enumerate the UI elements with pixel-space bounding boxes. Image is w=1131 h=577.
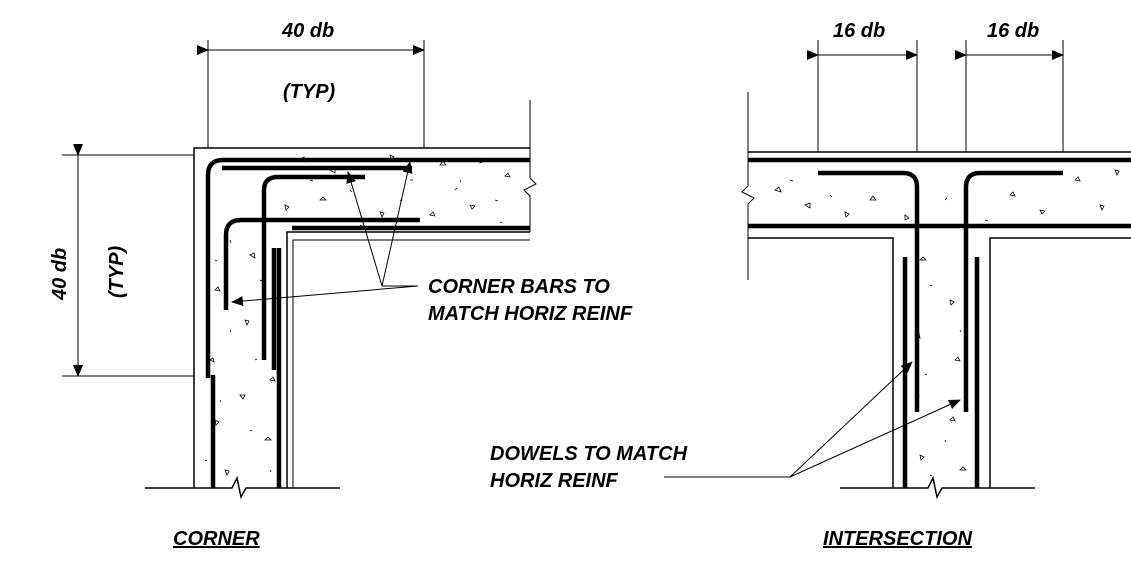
intersection-dim-right-label: 16 db [987, 20, 1039, 42]
corner-dim-left-typ: (TYP) [106, 245, 128, 298]
intersection-dowel-left [818, 170, 920, 412]
corner-concrete-outline [193, 147, 530, 488]
corner-break-line-right [523, 100, 537, 232]
intersection-note-line1: DOWELS TO MATCH [490, 443, 688, 465]
intersection-note-line2: HORIZ REINF [490, 470, 619, 492]
corner-dimension-top [197, 40, 425, 148]
intersection-detail: 16 db 16 db DOWELS TO MATCH HORIZ REINF … [490, 20, 1131, 550]
corner-bar-inner [261, 174, 365, 360]
intersection-dimensions [807, 40, 1064, 152]
corner-outer-bar [205, 157, 530, 378]
corner-dimension-left [62, 144, 194, 377]
corner-ground-line [145, 475, 340, 500]
corner-leaders [231, 161, 419, 307]
corner-inner-liner [292, 239, 530, 488]
intersection-dim-left-label: 16 db [833, 20, 885, 42]
corner-detail: 40 db (TYP) 40 db (TYP) CORNER BARS TO M… [49, 20, 633, 550]
intersection-concrete-outline [748, 151, 1131, 488]
intersection-title: INTERSECTION [823, 528, 972, 550]
corner-title: CORNER [173, 528, 260, 550]
corner-bar-outer [223, 217, 420, 310]
intersection-aggregate-speckles [774, 169, 1120, 477]
intersection-leaders [664, 361, 961, 478]
corner-dim-top-label: 40 db [281, 20, 334, 42]
intersection-dowel-right [963, 170, 1063, 412]
intersection-break-line-left [741, 92, 755, 280]
intersection-ground-line [840, 475, 1035, 500]
corner-note-line1: CORNER BARS TO [428, 276, 610, 298]
corner-note-line2: MATCH HORIZ REINF [428, 303, 633, 325]
corner-dim-top-typ: (TYP) [283, 81, 336, 103]
corner-dim-left-label: 40 db [49, 248, 71, 301]
